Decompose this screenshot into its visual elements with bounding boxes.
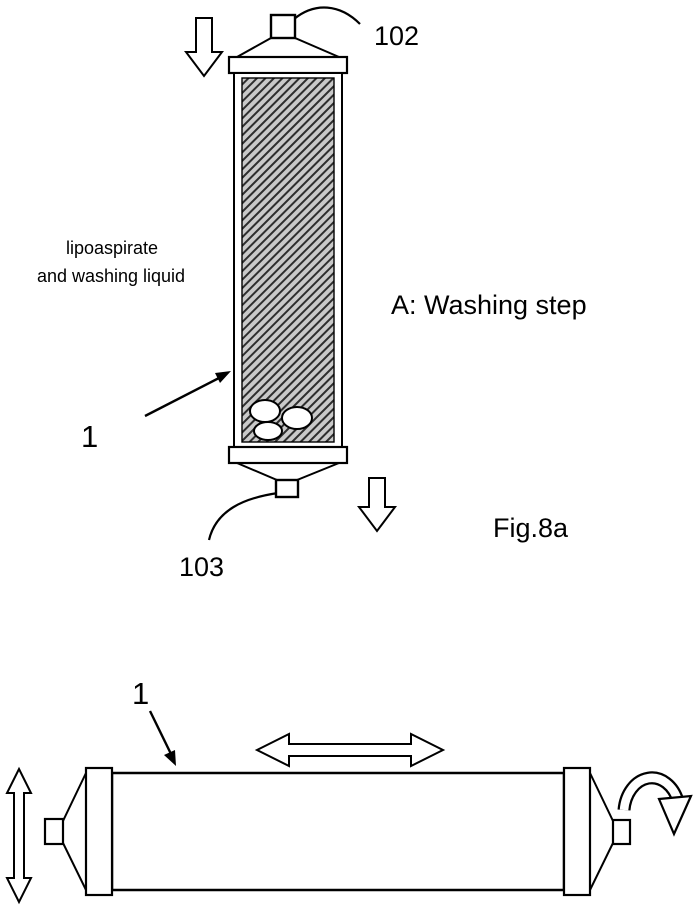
column-top-port [269,13,297,40]
column-bottom-port [274,478,300,499]
label-1-agitation: 1 [132,676,149,711]
column-filter-hatch [241,77,335,443]
cylinder-right-flange [562,766,592,897]
column-top-cone [233,37,340,58]
shake-horizontal-arrow-icon [254,732,446,768]
rotation-arrowhead [657,794,693,837]
leader-line-102 [293,6,361,25]
cylinder-right-cone [589,772,614,891]
pointer-arrowhead-1 [215,371,231,383]
caption-line1: lipoaspirate [66,238,158,258]
cylinder-left-cone [62,772,87,891]
cylinder-right-port [611,818,632,846]
pellet [253,421,283,441]
label-102: 102 [374,21,419,51]
leader-line-103 [207,491,279,541]
rotation-arrow-inner [619,773,683,811]
cylinder-left-flange [84,766,114,897]
shake-vertical-arrow-icon [5,766,33,905]
fig-label: Fig.8a [493,513,569,543]
column-bottom-cone [236,462,340,481]
caption-line2: and washing liquid [37,266,185,286]
column-top-flange [227,55,349,75]
pellet [281,406,313,430]
step-title: A: Washing step [391,290,587,320]
rotation-arrow-icon [617,771,693,837]
column-bottom-flange [227,445,349,465]
cell-pellets [249,399,313,441]
pellet [249,399,281,423]
cylinder-left-port [43,817,65,846]
washing-step-diagram: lipoaspirate and washing liquid 102 103 … [37,6,587,582]
flow-in-arrow-icon [184,17,224,78]
label-1-washing: 1 [81,419,98,454]
agitation-diagram: 1 [5,676,693,905]
pointer-arrowhead-1b [164,750,176,766]
cylinder-body [110,771,566,892]
flow-out-arrow-icon [357,477,397,533]
label-103: 103 [179,552,224,582]
pointer-line-1b [148,710,173,755]
pointer-line-1 [144,376,220,418]
